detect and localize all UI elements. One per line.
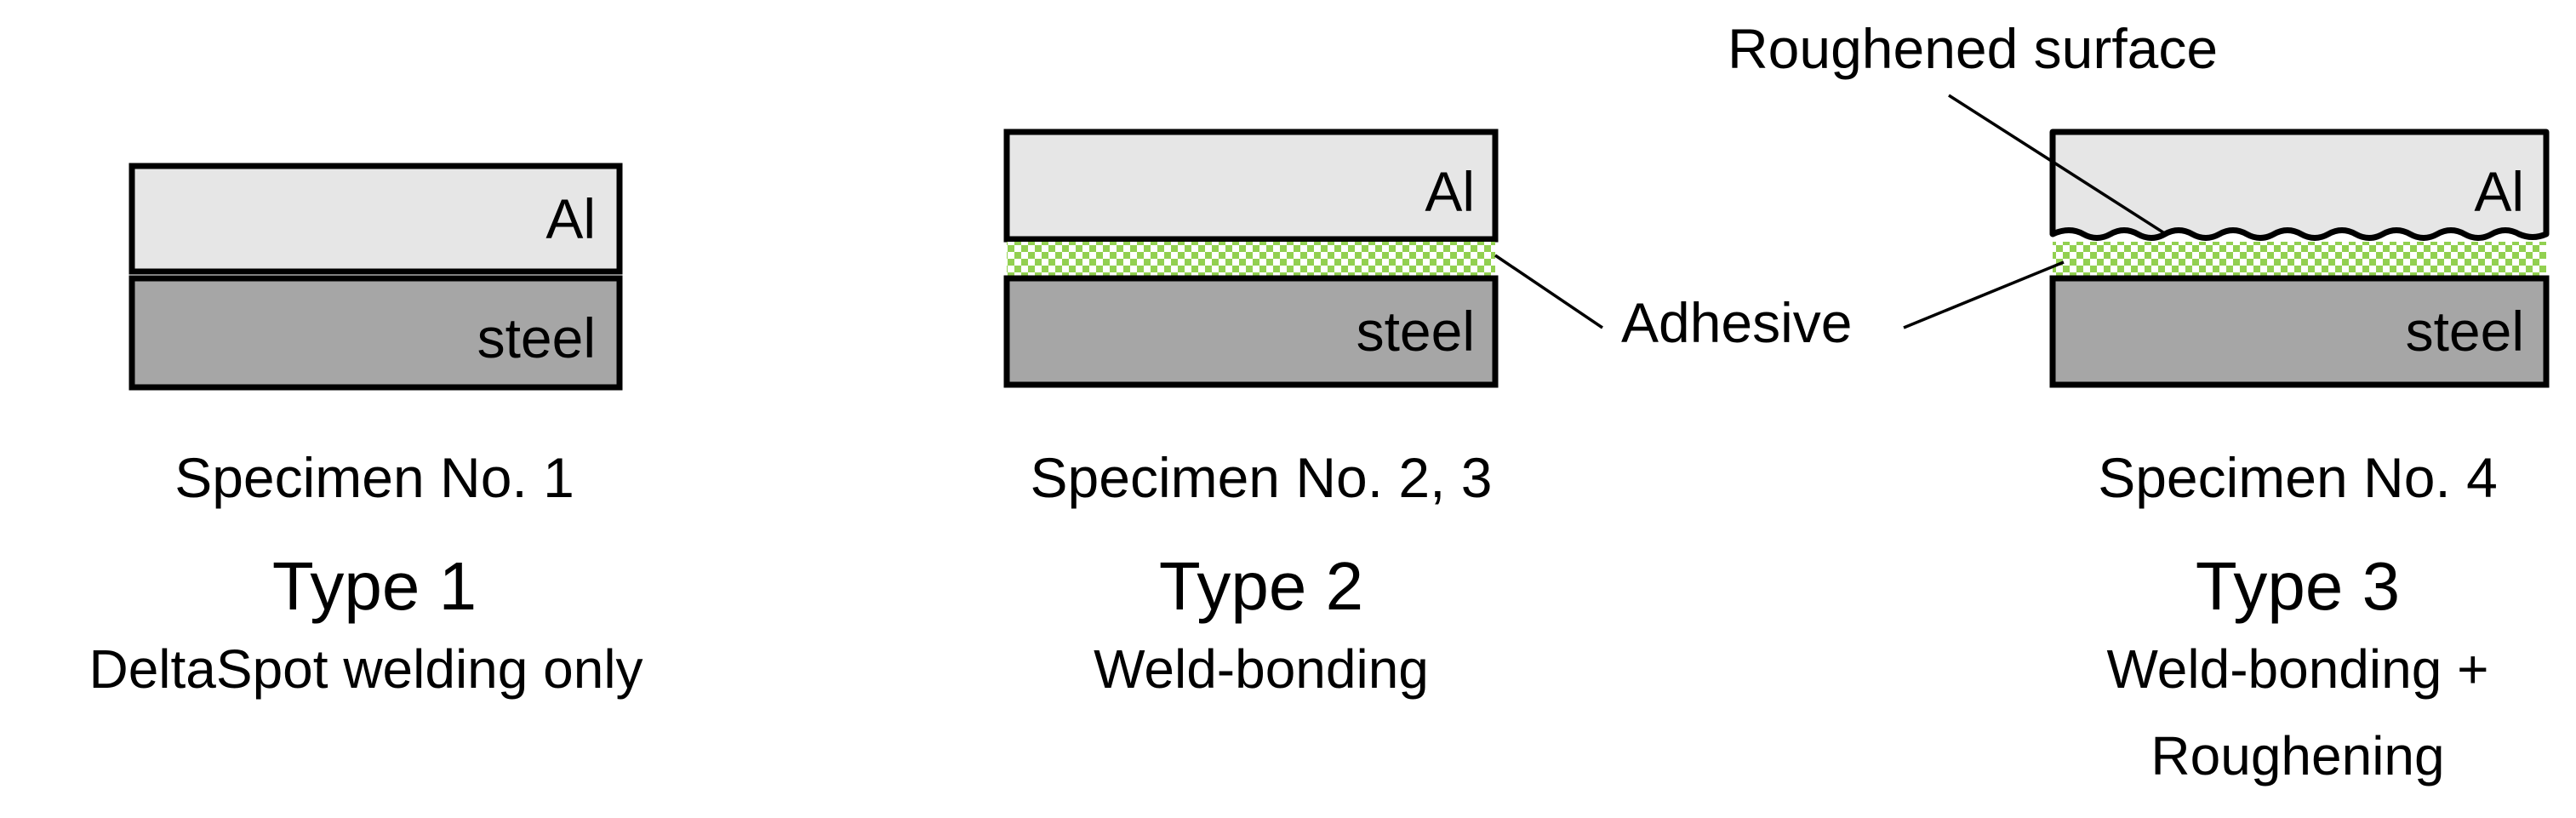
specimen-3-description-line-1: Weld-bonding + — [2107, 638, 2489, 700]
specimen-3-type: Type 3 — [2196, 548, 2400, 624]
specimen-2-adhesive-layer — [1007, 242, 1495, 276]
specimen-3-adhesive-layer — [2053, 242, 2546, 276]
specimen-2-description: Weld-bonding — [1094, 638, 1429, 700]
specimen-2-group: Al steel Specimen No. 2, 3 Type 2 Weld-b… — [1003, 129, 1499, 700]
specimen-2-steel-sheet — [1003, 275, 1499, 388]
adhesive-leader-line-left — [1494, 254, 1603, 329]
specimen-2-aluminium-label: Al — [1425, 160, 1475, 223]
adhesive-label: Adhesive — [1621, 291, 1853, 354]
specimen-2-type: Type 2 — [1159, 548, 1363, 624]
specimen-2-number: Specimen No. 2, 3 — [1031, 446, 1493, 509]
specimen-1-aluminium-sheet — [129, 163, 623, 275]
specimen-3-group: Al steel Specimen No. 4 Type 3 Weld-bond… — [2049, 129, 2550, 787]
specimen-2-steel-label: steel — [1357, 300, 1475, 363]
specimen-3-steel-label: steel — [2406, 300, 2524, 363]
specimen-2-aluminium-sheet — [1003, 129, 1499, 243]
specimen-3-number: Specimen No. 4 — [2098, 446, 2498, 509]
specimen-1-steel-sheet — [129, 275, 623, 391]
specimen-3-description-line-2: Roughening — [2150, 725, 2444, 787]
specimen-1-type: Type 1 — [272, 548, 477, 624]
specimen-1-aluminium-label: Al — [545, 187, 596, 250]
specimen-1-group: Al steel Specimen No. 1 Type 1 DeltaSpot… — [89, 163, 643, 700]
specimen-3-steel-sheet — [2049, 275, 2550, 388]
specimen-3-aluminium-sheet — [2049, 129, 2550, 241]
adhesive-leader-line-right — [1903, 260, 2065, 329]
specimen-1-description: DeltaSpot welding only — [89, 638, 643, 700]
roughened-surface-label: Roughened surface — [1728, 17, 2218, 80]
specimen-1-steel-label: steel — [477, 306, 596, 369]
specimen-3-aluminium-label: Al — [2474, 160, 2524, 223]
callouts-group: Roughened surface Adhesive — [1494, 17, 2218, 354]
roughened-surface-leader-line — [1948, 94, 2167, 236]
specimen-1-number: Specimen No. 1 — [174, 446, 574, 509]
